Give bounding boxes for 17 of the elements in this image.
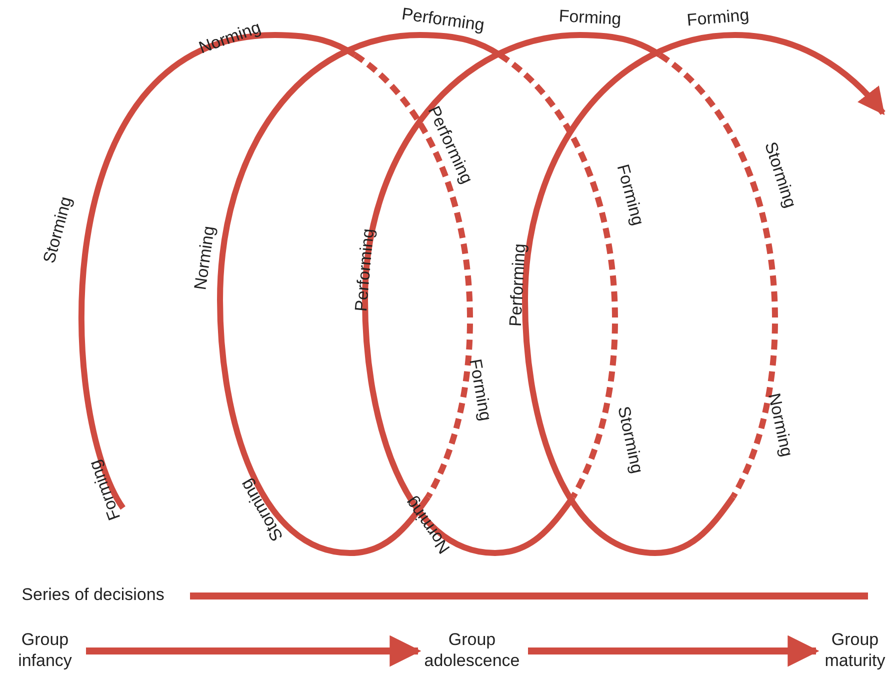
stage-label: Storming [613, 404, 647, 476]
stage-label: Forming [558, 6, 622, 30]
stage-label: Performing [351, 228, 379, 312]
stage-label: Norming [764, 392, 796, 458]
stage-label: Norming [190, 224, 220, 292]
stage-label: Forming [464, 358, 496, 422]
stage-label: Forming [686, 5, 750, 31]
stage-text: Group infancy [10, 628, 80, 672]
axis-label: Series of decisions [22, 585, 164, 605]
arrow [528, 635, 820, 667]
stage-label: Forming [612, 162, 648, 228]
stage-text: Group adolescence [422, 628, 522, 672]
stage-label: Storming [760, 140, 800, 210]
stage-label: Performing [506, 242, 530, 328]
stage-text: Group maturity [820, 628, 890, 672]
arrow [86, 635, 422, 667]
stage-label: Performing [400, 4, 486, 36]
